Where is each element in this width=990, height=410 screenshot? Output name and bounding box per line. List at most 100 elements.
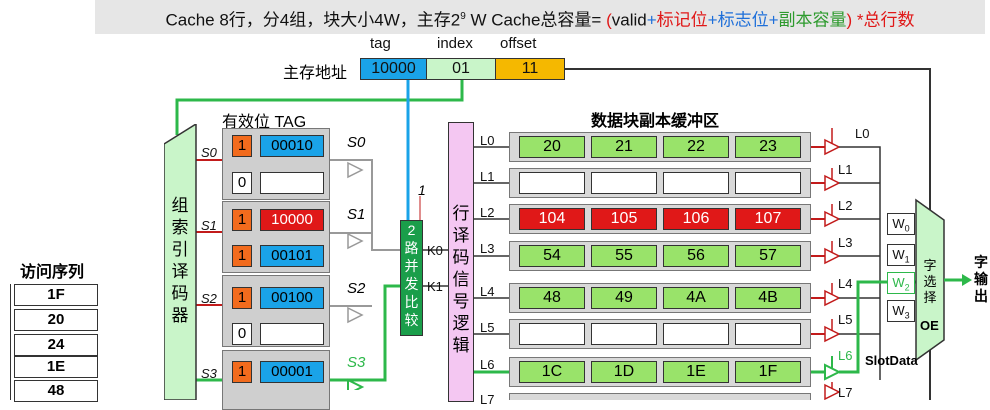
- data-row-l7: [509, 393, 811, 400]
- tag-value: 00001: [260, 361, 324, 383]
- line-label: L2: [480, 205, 495, 220]
- slotdata-label: SlotData: [865, 353, 918, 368]
- buffer-label: L3: [838, 235, 853, 250]
- data-cell: 106: [663, 208, 729, 230]
- buffer-label: L5: [838, 312, 853, 327]
- row-decoder-char: 辑: [452, 336, 470, 355]
- row-decoder-char: 信: [452, 270, 470, 289]
- k0-label: K0: [427, 243, 443, 258]
- row-decoder-char: 码: [452, 248, 470, 267]
- mux-input-w0: W0: [887, 213, 915, 235]
- selector-triangles: [347, 161, 365, 390]
- output-char: 输: [974, 271, 988, 287]
- data-cell: 55: [591, 245, 657, 267]
- line-label: L5: [480, 320, 495, 335]
- data-cell: 4A: [663, 287, 729, 309]
- data-row-l3: 54 55 56 57: [509, 241, 811, 271]
- valid-bit: 1: [232, 287, 252, 309]
- set-label-s3: S3: [201, 366, 217, 381]
- row-decoder-char: 逻: [452, 314, 470, 333]
- data-cell: [519, 172, 585, 194]
- line-label: L6: [480, 357, 495, 372]
- valid-bit: 1: [232, 245, 252, 267]
- index-field-label: index: [437, 35, 473, 52]
- selector-label-s1: S1: [347, 206, 366, 223]
- offset-field-label: offset: [500, 35, 537, 52]
- group-decoder-char: 码: [171, 284, 189, 303]
- data-cell: 1F: [735, 361, 801, 383]
- line-label: L1: [480, 169, 495, 184]
- title-text: Cache 8行，分4组，块大小4W，主存29 W Cache总容量= (val…: [165, 10, 915, 30]
- group-decoder-char: 组: [171, 196, 189, 215]
- line-label: L4: [480, 284, 495, 299]
- data-row-l1: [509, 168, 811, 198]
- data-cell: 1D: [591, 361, 657, 383]
- address-tag-field: 10000: [360, 58, 427, 80]
- mux-label: 字 选 择: [918, 258, 942, 306]
- mux-char: 选: [923, 274, 937, 289]
- data-cell: 23: [735, 136, 801, 158]
- data-cell: [591, 172, 657, 194]
- output-label: 字 输 出: [972, 254, 990, 305]
- address-index-field: 01: [426, 58, 496, 80]
- row-decoder-char: 行: [452, 204, 470, 223]
- comparator-char: 发: [404, 276, 419, 292]
- comparator-char: 2: [407, 222, 416, 238]
- data-cell: 20: [519, 136, 585, 158]
- mux-input-w2: W2: [887, 272, 915, 294]
- line-label: L0: [480, 133, 495, 148]
- output-char: 出: [974, 288, 988, 304]
- buffer-label: L1: [838, 162, 853, 177]
- comparator-char: 较: [404, 312, 419, 328]
- set-label-s2: S2: [201, 291, 217, 306]
- comparator-char: 比: [404, 294, 419, 310]
- data-cell: 56: [663, 245, 729, 267]
- group-decoder-char: 引: [171, 240, 189, 259]
- comparator-char: 并: [404, 258, 419, 274]
- selector-label-s3: S3: [347, 354, 366, 371]
- selector-label-s0: S0: [347, 134, 366, 151]
- group-decoder-label: 组 索 引 译 码 器: [166, 195, 194, 327]
- comparator-char: 路: [404, 240, 419, 256]
- buffer-label: L4: [838, 276, 853, 291]
- data-cell: [519, 323, 585, 345]
- data-cell: 1C: [519, 361, 585, 383]
- sequence-item: 20: [14, 309, 98, 331]
- valid-bit: 0: [232, 172, 252, 194]
- valid-bit: 1: [232, 209, 252, 231]
- comparator: 2 路 并 发 比 较: [400, 220, 423, 336]
- data-cell: 107: [735, 208, 801, 230]
- address-label: 主存地址: [283, 65, 348, 82]
- data-row-l5: [509, 319, 811, 349]
- buffer-label: L2: [838, 198, 853, 213]
- data-row-l4: 48 49 4A 4B: [509, 283, 811, 313]
- row-decoder: 行 译 码 信 号 逻 辑: [448, 122, 474, 402]
- mux-char: 字: [923, 258, 937, 273]
- tag-value: 00010: [260, 135, 324, 157]
- tag-field-label: tag: [370, 35, 391, 52]
- data-cell: [663, 172, 729, 194]
- tag-header: 有效位 TAG: [222, 114, 307, 131]
- data-row-l0: 20 21 22 23: [509, 132, 811, 162]
- mux-oe-label: OE: [920, 318, 939, 333]
- row-decoder-char: 译: [452, 226, 470, 245]
- valid-bit: 1: [232, 135, 252, 157]
- sequence-item: 1F: [14, 284, 98, 306]
- title-bar: Cache 8行，分4组，块大小4W，主存29 W Cache总容量= (val…: [95, 0, 985, 34]
- data-cell: 57: [735, 245, 801, 267]
- data-cell: 49: [591, 287, 657, 309]
- mux-char: 择: [923, 290, 937, 305]
- mux-input-w1: W1: [887, 244, 915, 266]
- data-cell: [735, 323, 801, 345]
- sequence-divider: [10, 284, 11, 400]
- sequence-item: 1E: [14, 356, 98, 378]
- data-cell: 22: [663, 136, 729, 158]
- tag-value: [260, 323, 324, 345]
- data-row-l2: 104 105 106 107: [509, 204, 811, 234]
- row-decoder-char: 号: [452, 292, 470, 311]
- compare-result: 1: [418, 182, 426, 198]
- data-cell: 48: [519, 287, 585, 309]
- buffer-title: 数据块副本缓冲区: [591, 113, 720, 130]
- output-char: 字: [974, 254, 988, 270]
- data-cell: 104: [519, 208, 585, 230]
